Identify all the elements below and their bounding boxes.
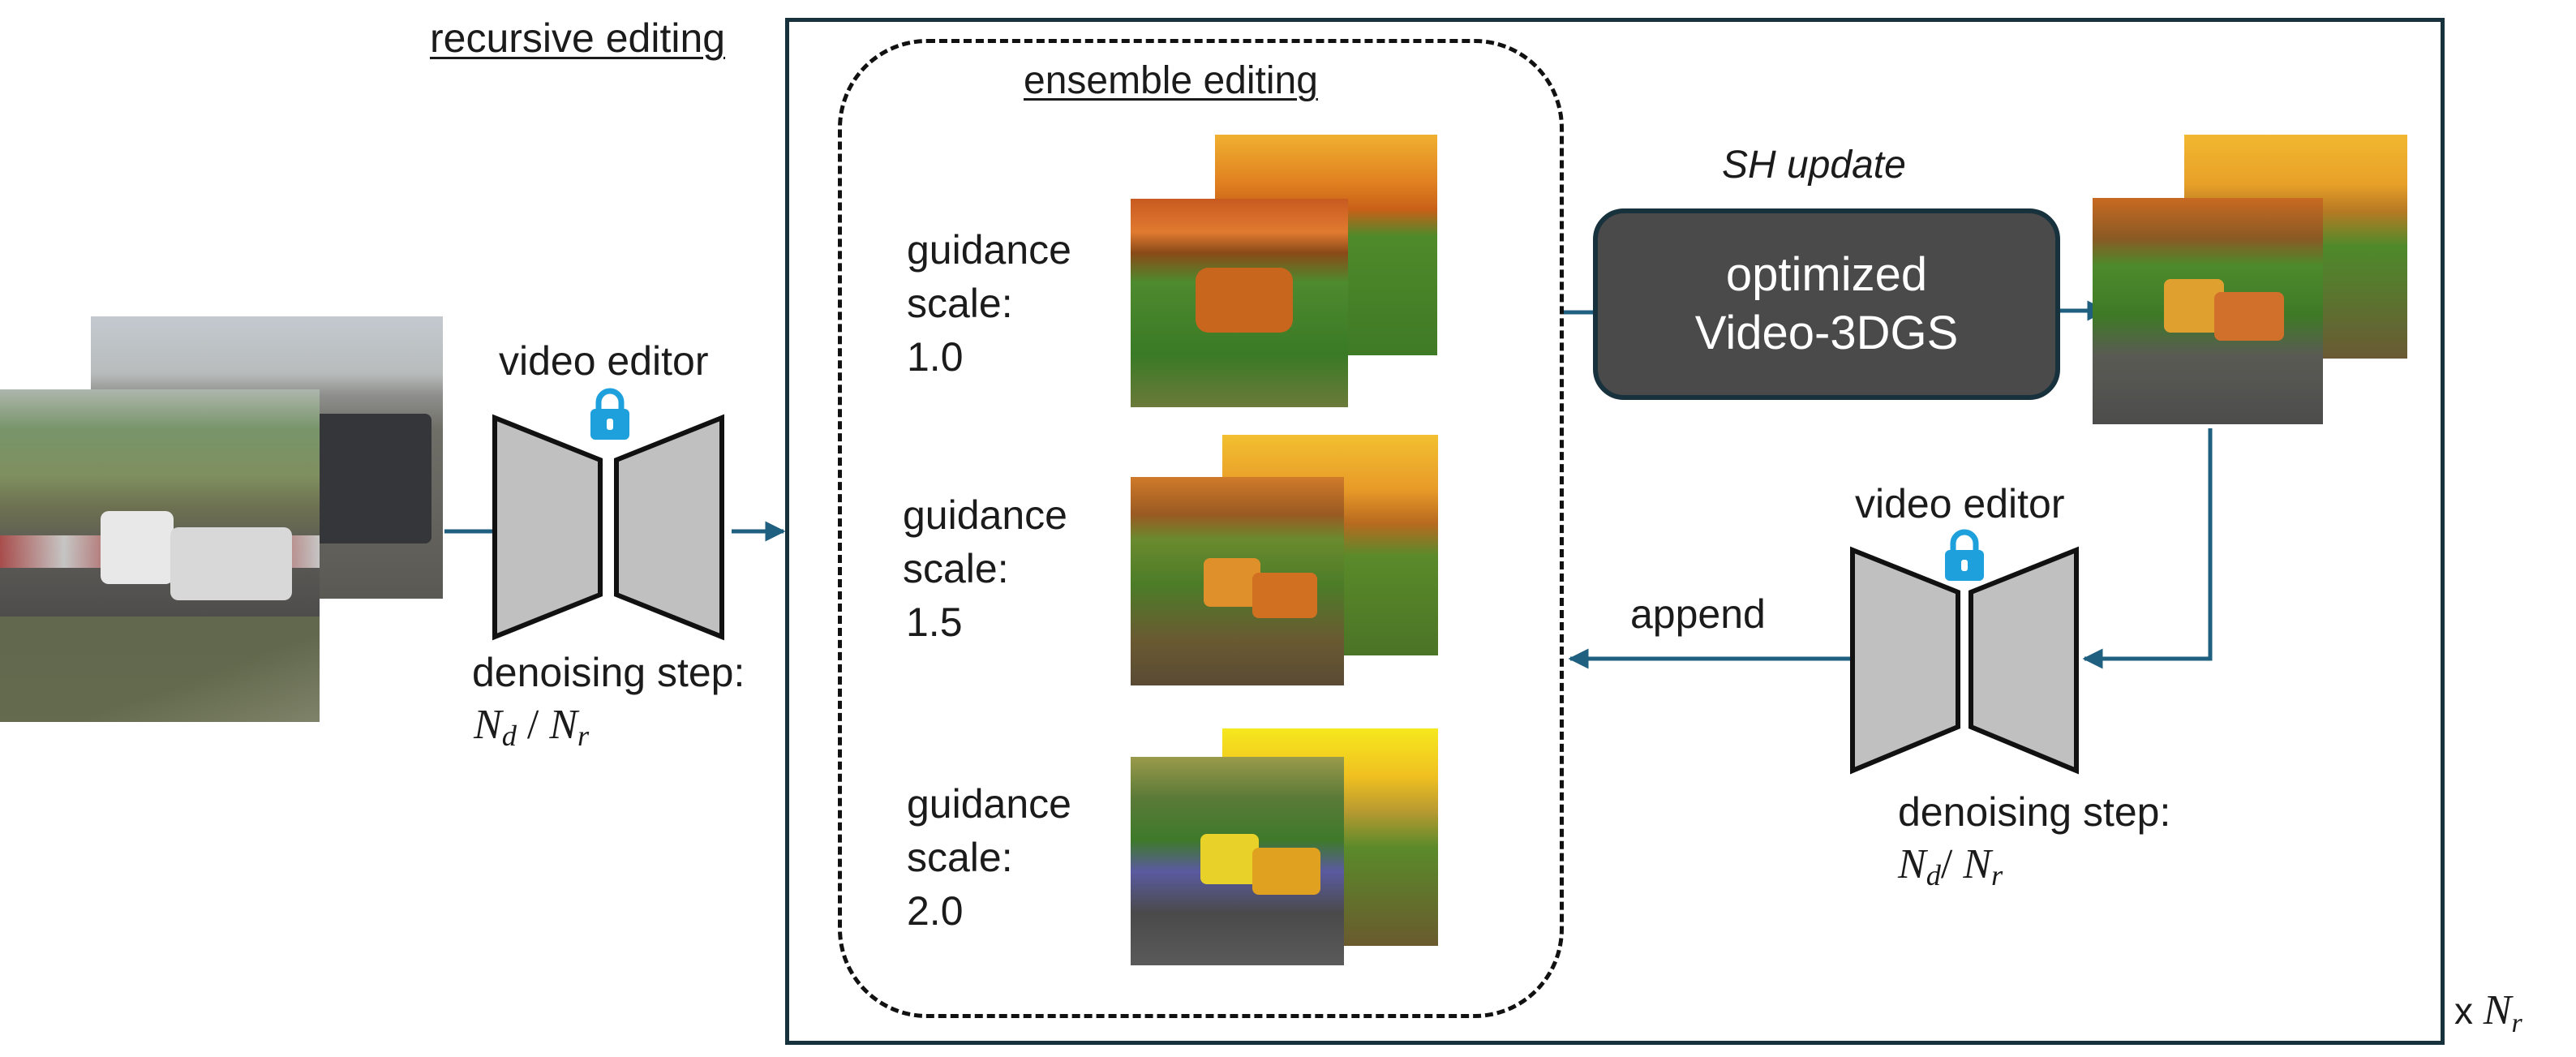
rendered-frame-front <box>2093 198 2323 424</box>
edited-frame-1-front <box>1131 199 1348 407</box>
loop-editor-title: video editor <box>1855 481 2065 526</box>
encoder-trapezoid <box>1850 546 1960 775</box>
loop-editor-step-label: denoising step: <box>1898 789 2171 835</box>
encoder-trapezoid <box>492 414 603 641</box>
ensemble-editing-frame <box>838 39 1564 1018</box>
lock-icon <box>1945 529 1984 581</box>
edited-frame-3-front <box>1131 757 1344 965</box>
loop-editor-step-ratio: Nd/ Nr <box>1898 841 2003 892</box>
input-editor-step-label: denoising step: <box>472 650 745 695</box>
loop-video-editor-block <box>1850 546 2079 775</box>
recursive-editing-label: recursive editing <box>430 15 726 61</box>
lock-icon <box>590 388 629 440</box>
input-frame-front <box>0 389 320 722</box>
gs-box-line2: Video-3DGS <box>1694 307 1959 359</box>
edited-frame-2-front <box>1131 477 1344 685</box>
repeat-count-label: x Nr <box>2454 987 2522 1039</box>
decoder-trapezoid <box>614 414 724 641</box>
decoder-trapezoid <box>1968 546 2079 775</box>
optimized-video-3dgs-box: optimized Video-3DGS <box>1593 208 2060 400</box>
input-video-editor-block <box>492 414 724 641</box>
input-editor-step-ratio: Nd / Nr <box>474 702 590 753</box>
recursive-loop-frame <box>785 18 2445 1045</box>
append-label: append <box>1630 591 1766 637</box>
sh-update-label: SH update <box>1722 144 1906 187</box>
gs-box-line1: optimized <box>1725 248 1928 301</box>
ensemble-editing-label: ensemble editing <box>1024 59 1318 102</box>
input-editor-title: video editor <box>499 338 709 384</box>
rendered-to-editor-arrow <box>2082 428 2213 669</box>
